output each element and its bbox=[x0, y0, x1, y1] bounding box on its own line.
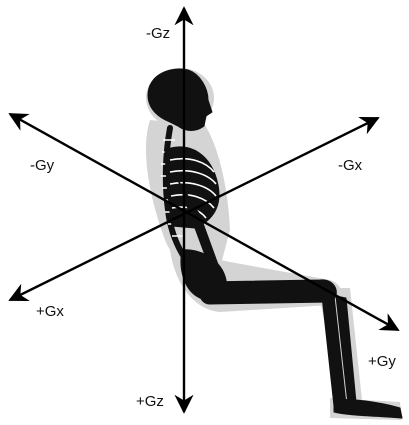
label-plus-gx: +Gx bbox=[36, 303, 64, 320]
label-minus-gx: -Gx bbox=[338, 157, 363, 174]
label-plus-gz: +Gz bbox=[136, 393, 164, 410]
label-minus-gz: -Gz bbox=[146, 25, 170, 42]
label-minus-gy: -Gy bbox=[30, 157, 55, 174]
label-plus-gy: +Gy bbox=[368, 353, 396, 370]
